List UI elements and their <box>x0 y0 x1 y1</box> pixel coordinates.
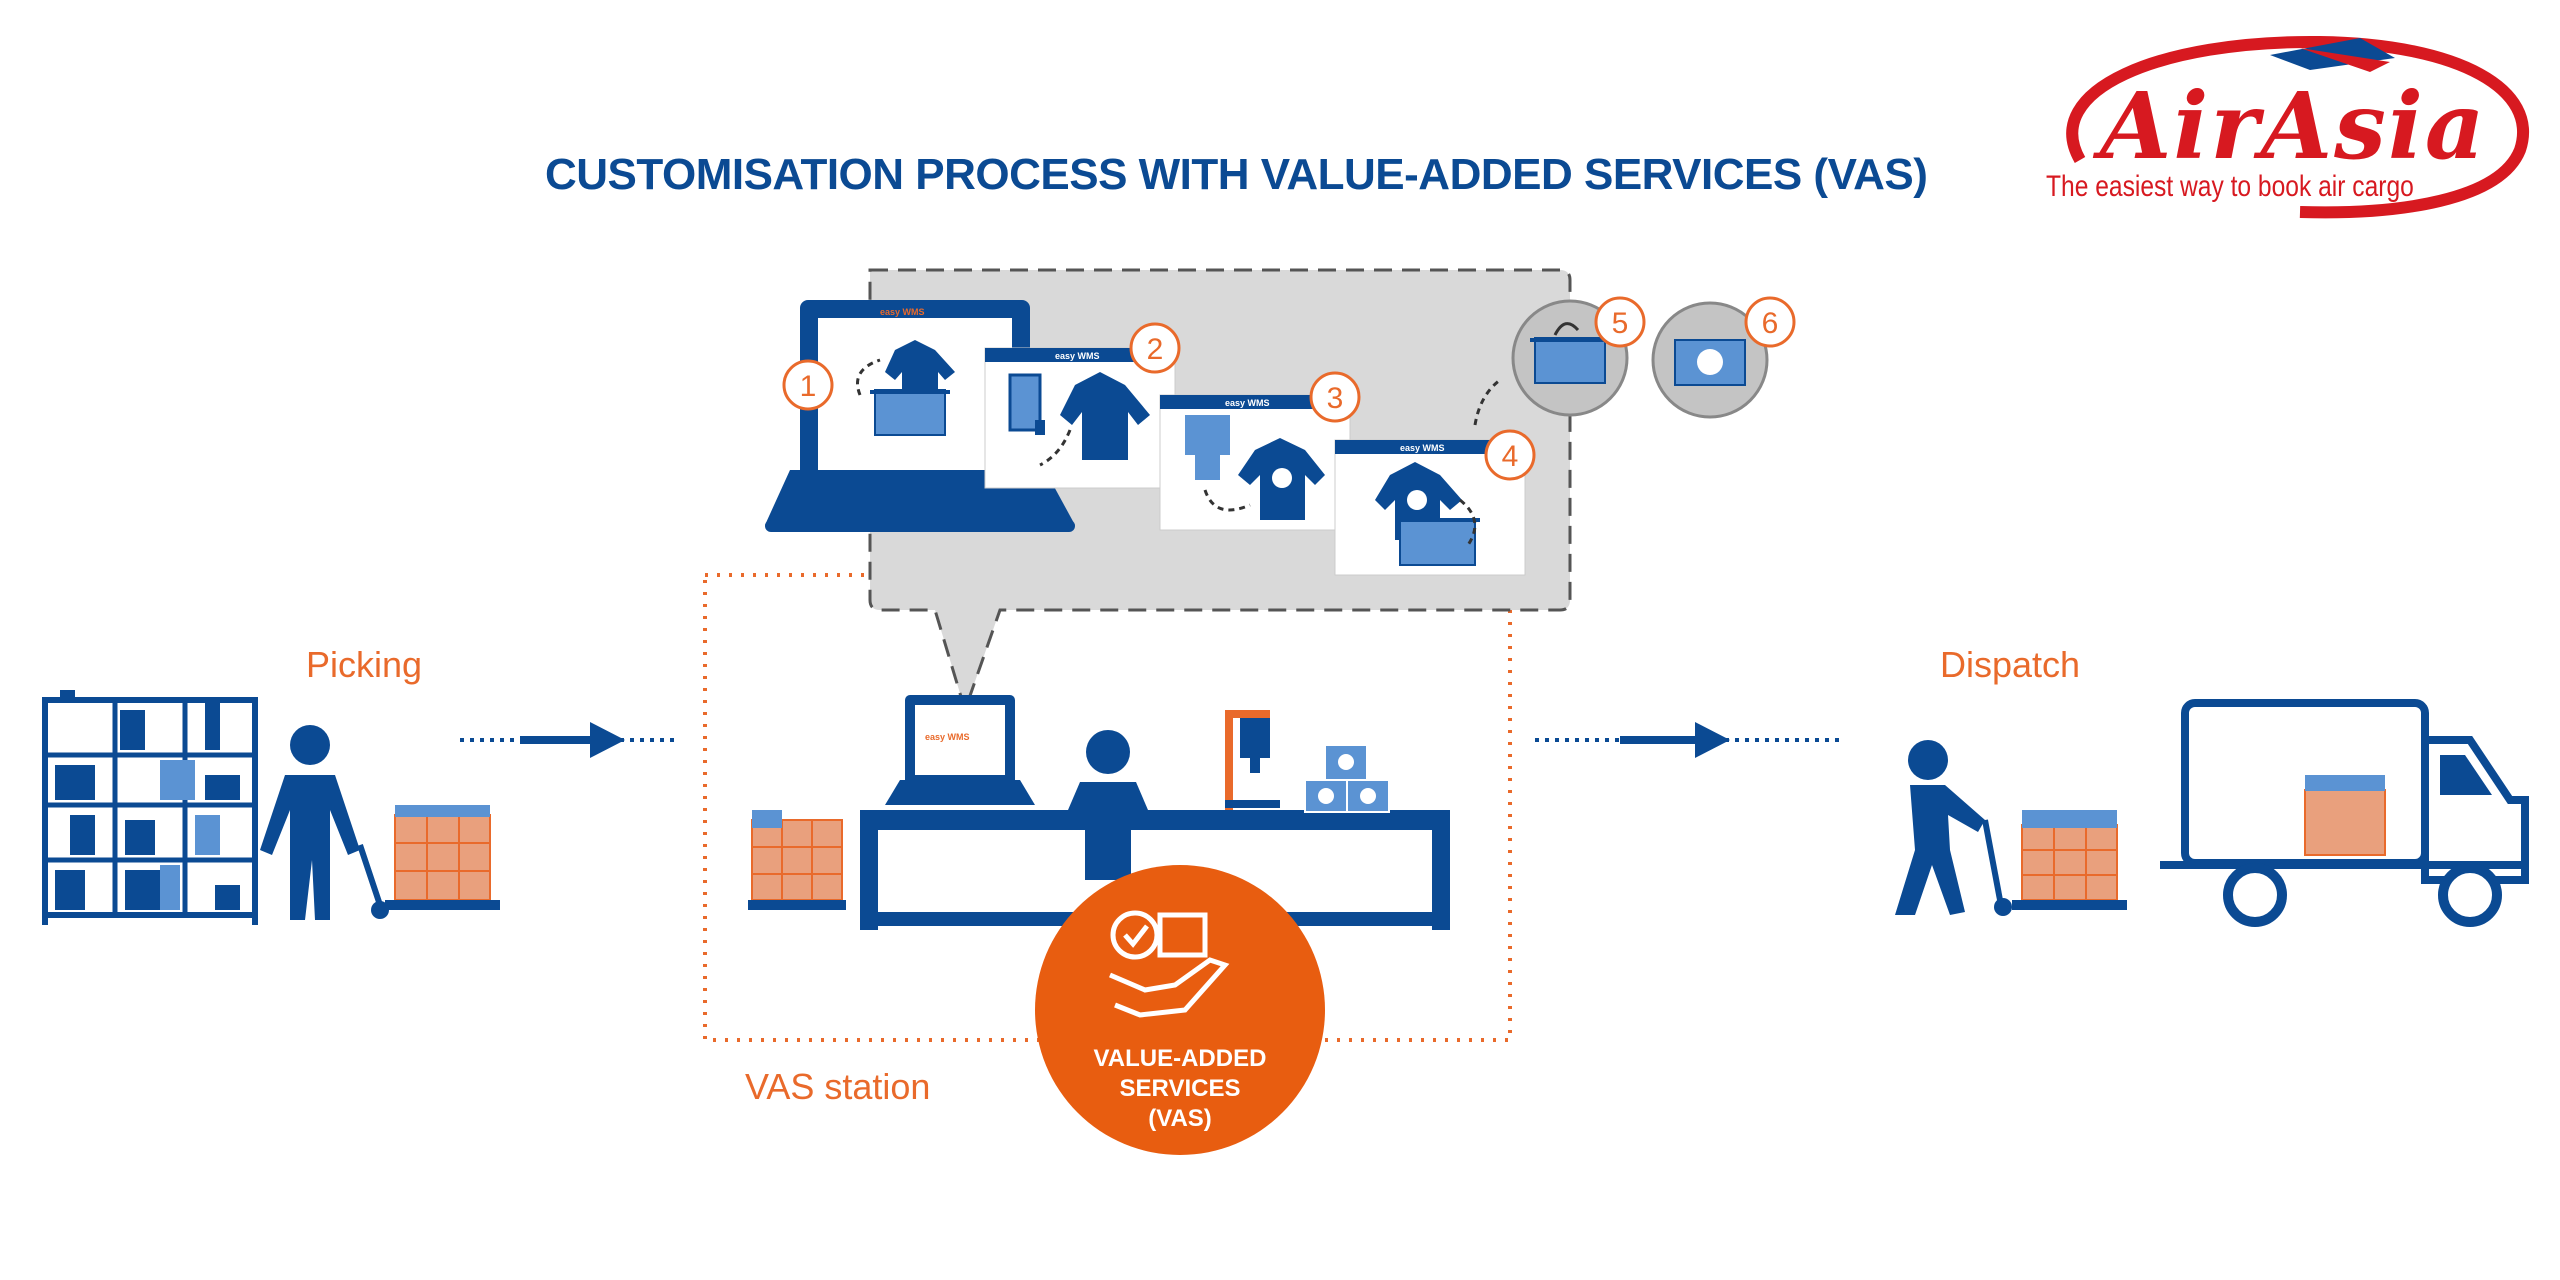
picking-label: Picking <box>306 644 423 685</box>
vas-badge-text: VALUE-ADDED SERVICES (VAS) <box>1030 1044 1330 1134</box>
flow-arrow-right <box>1535 722 1845 758</box>
labeling-machine-icon <box>1225 710 1280 810</box>
logo-tagline: The easiest way to book air cargo <box>2046 170 2414 203</box>
svg-text:easy WMS: easy WMS <box>1055 351 1100 361</box>
step-5-number: 5 <box>1612 307 1629 340</box>
hand-box-icon <box>1109 910 1230 1018</box>
step6-circle <box>1651 301 1769 419</box>
vas-operator-icon <box>1068 730 1148 880</box>
desk-laptop-icon: easy WMS <box>885 695 1035 805</box>
page-title: CUSTOMISATION PROCESS WITH VALUE-ADDED S… <box>545 150 1928 199</box>
picking-worker-icon <box>260 725 389 920</box>
svg-text:easy WMS: easy WMS <box>925 732 970 742</box>
logo-name: AirAsia <box>2100 72 2487 180</box>
step-1-number: 1 <box>800 370 817 403</box>
warehouse-shelf-icon <box>42 690 258 925</box>
vas-station-pallet-icon <box>748 810 846 910</box>
flow-arrow-left <box>460 722 675 758</box>
step-2-number: 2 <box>1147 333 1164 366</box>
dispatch-worker-icon <box>1895 740 2012 916</box>
vas-badge <box>1035 865 1325 1155</box>
svg-text:easy WMS: easy WMS <box>880 307 925 317</box>
vas-badge-line2: SERVICES <box>1119 1075 1241 1102</box>
step4-to-5-arrow <box>1473 378 1501 426</box>
step2-screen: easy WMS <box>984 347 1176 489</box>
step-4-number: 4 <box>1502 440 1519 473</box>
delivery-truck-icon <box>2160 699 2529 927</box>
step-6-number: 6 <box>1762 307 1779 340</box>
vas-badge-line1: VALUE-ADDED <box>1093 1045 1267 1072</box>
labeled-boxes-icon <box>1304 744 1390 813</box>
step-number-badges: 1 2 3 4 5 6 <box>782 296 1796 481</box>
svg-text:easy WMS: easy WMS <box>1225 398 1270 408</box>
vas-badge-line3: (VAS) <box>1148 1105 1212 1132</box>
dispatch-pallet-icon <box>2012 810 2127 910</box>
svg-text:easy WMS: easy WMS <box>1400 443 1445 453</box>
airasia-logo-icon <box>2066 35 2530 219</box>
step4-screen: easy WMS <box>1334 439 1526 576</box>
dispatch-label: Dispatch <box>1940 644 2081 685</box>
step-3-number: 3 <box>1327 382 1344 415</box>
picking-pallet-icon <box>385 805 500 910</box>
vas-station-label: VAS station <box>745 1066 931 1107</box>
